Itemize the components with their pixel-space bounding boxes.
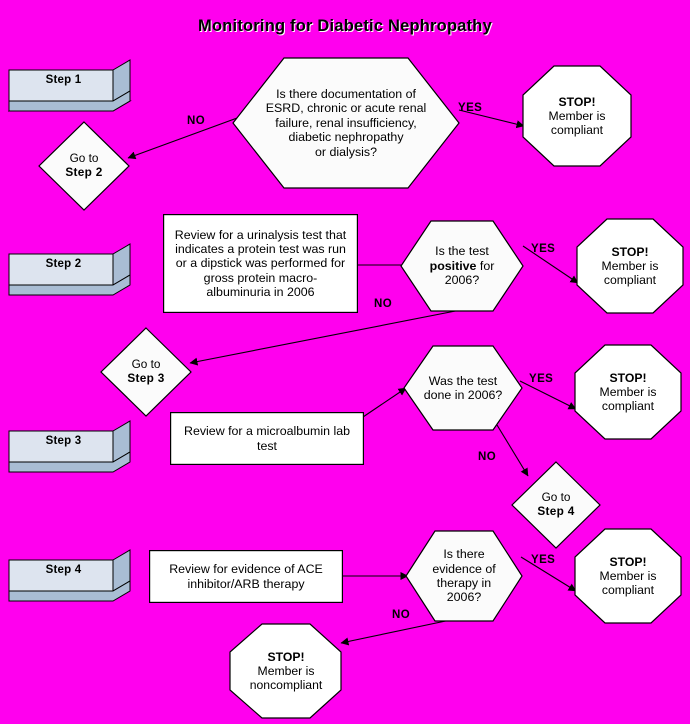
terminator-compliant-4: STOP! Member is compliant: [574, 528, 682, 624]
terminator-compliant-1: STOP! Member is compliant: [522, 65, 632, 167]
process-text: Review for a microalbumin lab test: [184, 424, 350, 453]
step-block-label: Step 2: [45, 257, 82, 270]
edge-label-no-2: NO: [374, 298, 393, 310]
terminator-body: Member is noncompliant: [249, 663, 323, 693]
decision-text: Is there documentation of ESRD, chronic …: [265, 87, 427, 159]
decision-text: Is the test positive for 2006?: [429, 244, 495, 288]
page-title: Monitoring for Diabetic Nephropathy: [198, 17, 492, 35]
decision-esrd: Is there documentation of ESRD, chronic …: [232, 57, 460, 189]
connector-go-to-step-3: Go to Step 3: [100, 327, 192, 417]
decision-test-positive: Is the test positive for 2006?: [400, 220, 524, 312]
connector-label: Go to: [131, 357, 161, 372]
step-block-label: Step 4: [45, 563, 82, 576]
terminator-headline: STOP!: [609, 370, 647, 385]
edge-label-yes-4: YES: [531, 554, 556, 566]
edge-label-no-4: NO: [392, 609, 411, 621]
step-block-1: Step 1: [8, 59, 132, 113]
terminator-body: Member is compliant: [601, 258, 659, 288]
edge-d3-yes: [519, 380, 577, 410]
terminator-headline: STOP!: [558, 94, 596, 109]
terminator-body: Member is compliant: [548, 108, 606, 138]
edge-label-yes-1: YES: [458, 102, 483, 114]
process-text: Review for a urinalysis test that indica…: [174, 227, 347, 300]
connector-target: Step 3: [127, 371, 165, 385]
connector-target: Step 4: [537, 504, 575, 518]
step-block-2: Step 2: [8, 243, 132, 297]
terminator-compliant-2: STOP! Member is compliant: [576, 218, 684, 314]
step-block-label: Step 3: [45, 434, 82, 447]
terminator-headline: STOP!: [267, 649, 305, 664]
connector-label: Go to: [541, 490, 571, 505]
terminator-compliant-3: STOP! Member is compliant: [574, 344, 682, 440]
connector-target: Step 2: [65, 165, 103, 179]
terminator-headline: STOP!: [609, 554, 647, 569]
edge-label-yes-2: YES: [531, 243, 556, 255]
decision-text: Was the test done in 2006?: [423, 373, 503, 402]
process-urinalysis: Review for a urinalysis test that indica…: [163, 214, 358, 313]
terminator-body: Member is compliant: [599, 568, 657, 598]
terminator-body: Member is compliant: [599, 384, 657, 414]
edge-p2-d3: [362, 387, 407, 418]
edge-label-yes-3: YES: [529, 373, 554, 385]
connector-go-to-step-2: Go to Step 2: [38, 121, 130, 211]
step-block-4: Step 4: [8, 549, 132, 603]
decision-text: Is there evidence of therapy in 2006?: [432, 547, 496, 605]
edge-label-no-3: NO: [478, 451, 497, 463]
process-text: Review for evidence of ACE inhibitor/ARB…: [169, 562, 323, 591]
terminator-headline: STOP!: [611, 244, 649, 259]
process-ace-therapy: Review for evidence of ACE inhibitor/ARB…: [149, 550, 343, 603]
connector-go-to-step-4: Go to Step 4: [511, 461, 601, 549]
process-microalbumin: Review for a microalbumin lab test: [170, 412, 364, 465]
decision-therapy-evidence: Is there evidence of therapy in 2006?: [405, 530, 523, 622]
decision-test-done-2006: Was the test done in 2006?: [403, 345, 523, 431]
connector-label: Go to: [69, 151, 99, 166]
step-block-label: Step 1: [45, 73, 82, 86]
step-block-3: Step 3: [8, 420, 132, 474]
terminator-noncompliant: STOP! Member is noncompliant: [229, 623, 343, 719]
edge-label-no-1: NO: [187, 115, 206, 127]
